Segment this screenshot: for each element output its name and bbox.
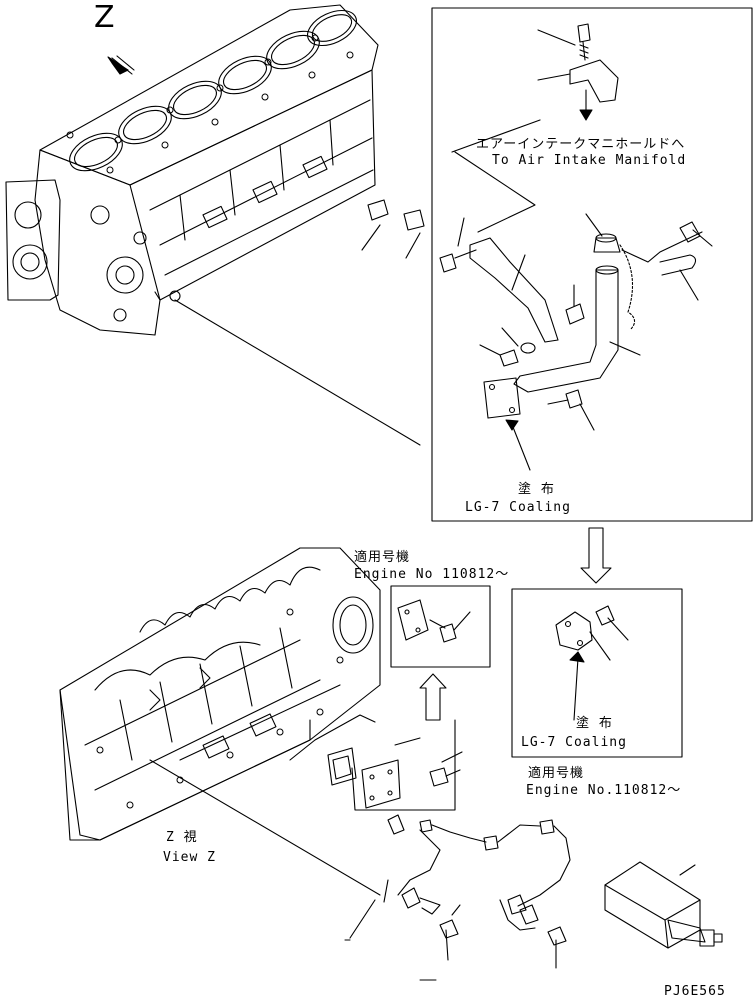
top-coating-en: LG-7 Coaling [465, 500, 571, 515]
engine-block-top [6, 3, 424, 335]
right-inset-frame [512, 589, 682, 757]
bottom-assembly [150, 715, 570, 980]
variant-applicability-jp: 適用号機 [354, 550, 411, 565]
right-coating-jp: 塗 布 [576, 716, 613, 731]
view-caption-en: View Z [163, 850, 216, 865]
variant-engine-no: Engine No 110812～ [354, 567, 510, 582]
top-inset-parts [440, 24, 712, 470]
right-engine-no: Engine No.110812～ [526, 783, 682, 798]
top-leader [175, 300, 420, 445]
transfer-arrow [581, 528, 611, 583]
destination-jp: エアーインテークマニホールドへ [476, 137, 686, 152]
right-inset-parts [556, 606, 628, 720]
top-inset-frame [432, 8, 752, 521]
view-z-arrow [108, 56, 134, 74]
variant-parts [398, 600, 470, 720]
variant-frame [391, 586, 490, 667]
drawing-code: PJ6E565 [664, 984, 726, 999]
adapter-tool [605, 862, 722, 948]
destination-en: To Air Intake Manifold [492, 153, 687, 168]
right-coating-en: LG-7 Coaling [521, 735, 627, 750]
right-applicability-jp: 適用号機 [528, 766, 585, 781]
engine-block-bottom [60, 548, 380, 840]
view-caption-jp: Z 視 [166, 830, 198, 845]
view-letter: Z [94, 0, 115, 35]
top-coating-jp: 塗 布 [518, 482, 555, 497]
